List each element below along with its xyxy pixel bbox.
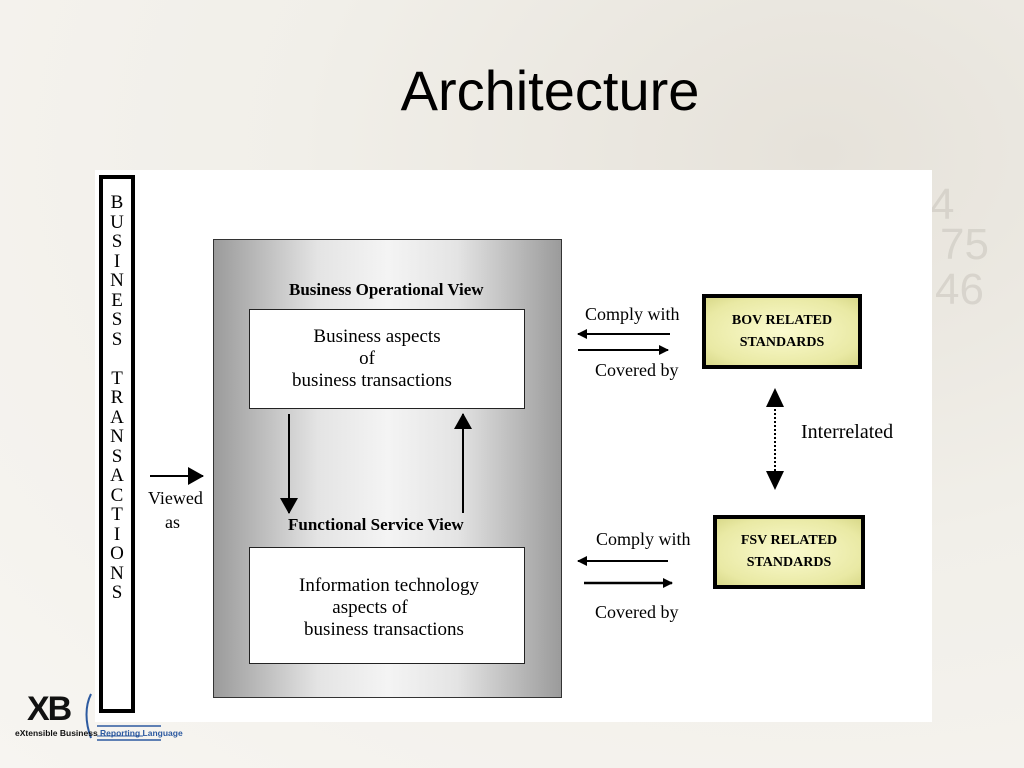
- background-decoration: 46: [935, 265, 984, 314]
- viewed-as-label-line2: as: [165, 512, 180, 532]
- bov-heading: Business Operational View: [289, 280, 484, 299]
- xbrl-logo-tagline: eXtensible Business Reporting Language: [15, 728, 183, 738]
- bov-standards-line1: BOV RELATED: [731, 312, 833, 328]
- business-transactions-bar: B U S I N E S S T R A N S A C T I O N S: [99, 175, 135, 713]
- bov-line-2: of: [359, 348, 375, 369]
- background-decoration: 4: [930, 180, 955, 229]
- xbrl-logo-mark: XB: [27, 690, 72, 728]
- xbrl-logo: XB eXtensible Business Reporting Languag…: [15, 690, 183, 760]
- fsv-standards-line1: FSV RELATED: [740, 533, 838, 548]
- xbrl-tag-right: Reporting Language: [100, 728, 183, 738]
- background-decoration: 75: [940, 220, 989, 269]
- bov-standards-box: BOV RELATED STANDARDS: [702, 294, 862, 369]
- bov-line-3: business transactions: [292, 370, 452, 391]
- bov-line-1: Business aspects: [313, 326, 441, 347]
- viewed-as-label-line1: Viewed: [148, 488, 203, 508]
- fsv-comply-label: Comply with: [596, 529, 691, 549]
- interrelated-label: Interrelated: [801, 421, 894, 443]
- fsv-heading: Functional Service View: [288, 515, 464, 534]
- fsv-line-1: Information technology: [299, 575, 479, 596]
- fsv-standards-line2: STANDARDS: [746, 555, 832, 570]
- xbrl-logo-swoosh-icon: [85, 693, 161, 741]
- fsv-standards-box: FSV RELATED STANDARDS: [713, 515, 865, 589]
- interrelated-arrow: [766, 388, 784, 490]
- fsv-covered-label: Covered by: [595, 602, 679, 622]
- bov-standards-line2: STANDARDS: [739, 334, 825, 350]
- fsv-line-2: aspects of: [332, 597, 408, 618]
- xbrl-tag-left: eXtensible Business: [15, 728, 98, 738]
- bov-covered-label: Covered by: [595, 360, 679, 380]
- fsv-box: Information technology aspects of busine…: [249, 547, 525, 664]
- slide-title: Architecture: [400, 59, 700, 122]
- bov-comply-label: Comply with: [585, 304, 680, 324]
- fsv-line-3: business transactions: [304, 619, 464, 640]
- business-transactions-letters: B U S I N E S S T R A N S A C T I O N S: [110, 192, 124, 603]
- bov-box: Business aspects of business transaction…: [249, 309, 525, 409]
